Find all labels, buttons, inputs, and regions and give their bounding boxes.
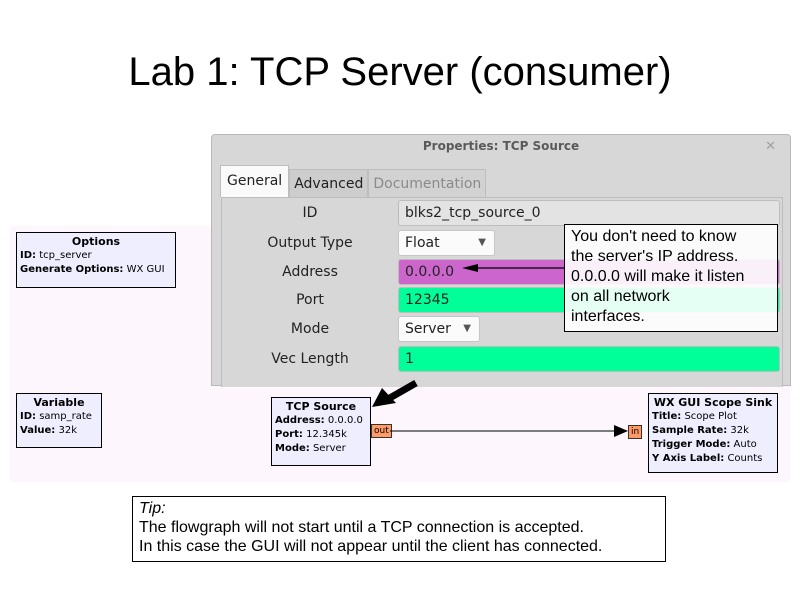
tab-advanced[interactable]: Advanced — [289, 169, 369, 197]
tip-line: The flowgraph will not start until a TCP… — [139, 519, 584, 536]
dialog-title: Properties: TCP Source — [422, 139, 580, 153]
block-title: TCP Source — [285, 400, 357, 413]
scope-sink-block[interactable]: WX GUI Scope Sink Title: Scope Plot Samp… — [648, 393, 778, 473]
mode-label: Mode — [290, 321, 330, 337]
id-input[interactable]: blks2_tcp_source_0 — [398, 200, 780, 226]
block-param: Port: 12.345k — [275, 429, 347, 440]
callout-line: the server's IP address. — [571, 248, 739, 265]
tcp-source-block[interactable]: TCP Source Address: 0.0.0.0 Port: 12.345… — [271, 397, 371, 466]
block-param: ID: samp_rate — [20, 411, 92, 422]
block-param: Trigger Mode: Auto — [652, 439, 757, 450]
address-callout: You don't need to know the server's IP a… — [564, 224, 778, 332]
dropdown-caret-icon: ▼ — [463, 323, 471, 334]
vec-length-label: Vec Length — [271, 351, 349, 367]
in-port[interactable]: in — [628, 425, 643, 439]
slide-title: Lab 1: TCP Server (consumer) — [128, 50, 672, 94]
vec-length-input[interactable]: 1 — [398, 346, 780, 372]
field-row-output-type: Output Type Float ▼ — [222, 230, 782, 256]
block-param: Title: Scope Plot — [652, 411, 737, 422]
mode-value: Server — [405, 321, 451, 337]
callout-line: interfaces. — [571, 308, 645, 325]
block-param: Mode: Server — [275, 443, 346, 454]
tab-general[interactable]: General — [220, 165, 290, 197]
tip-line: In this case the GUI will not appear unt… — [139, 538, 603, 555]
block-param: Value: 32k — [20, 425, 77, 436]
field-row-vec-length: Vec Length 1 — [222, 346, 782, 372]
callout-line: You don't need to know — [571, 228, 737, 245]
block-param: Y Axis Label: Counts — [652, 453, 763, 464]
tip-box: Tip: The flowgraph will not start until … — [132, 496, 666, 562]
port-label: Port — [296, 292, 324, 308]
block-param: Generate Options: WX GUI — [20, 264, 165, 275]
close-icon[interactable]: ✕ — [765, 139, 776, 154]
block-title: WX GUI Scope Sink — [653, 396, 773, 409]
tab-documentation[interactable]: Documentation — [368, 169, 487, 197]
tip-heading: Tip: — [139, 500, 166, 517]
callout-line: on all network — [571, 288, 670, 305]
options-block[interactable]: Options ID: tcp_server Generate Options:… — [16, 232, 176, 288]
block-title: Options — [71, 235, 121, 248]
dropdown-caret-icon: ▼ — [478, 237, 486, 248]
field-row-id: ID blks2_tcp_source_0 — [222, 200, 782, 226]
block-title: Variable — [33, 396, 85, 409]
out-port[interactable]: out — [371, 424, 392, 438]
mode-select[interactable]: Server ▼ — [398, 316, 480, 342]
callout-line: 0.0.0.0 will make it listen — [571, 268, 745, 285]
output-type-select[interactable]: Float ▼ — [398, 230, 495, 256]
variable-block[interactable]: Variable ID: samp_rate Value: 32k — [16, 393, 102, 448]
block-param: ID: tcp_server — [20, 250, 92, 261]
block-param: Sample Rate: 32k — [652, 425, 749, 436]
block-param: Address: 0.0.0.0 — [275, 415, 363, 426]
field-row-mode: Mode Server ▼ — [222, 316, 782, 342]
output-type-label: Output Type — [267, 235, 353, 251]
id-label: ID — [302, 205, 318, 221]
dialog-tabs: General Advanced Documentation — [220, 165, 487, 197]
address-label: Address — [282, 264, 338, 280]
output-type-value: Float — [405, 235, 440, 251]
